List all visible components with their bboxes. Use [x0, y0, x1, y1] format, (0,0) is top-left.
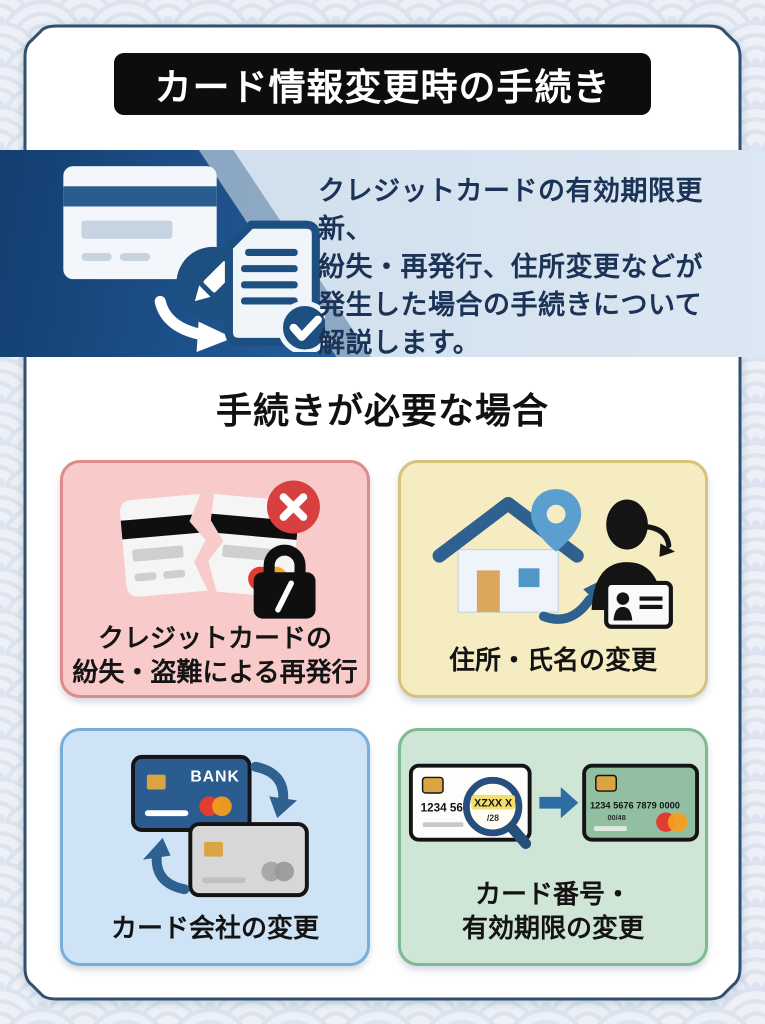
new-card-expiry: 00/48	[608, 813, 626, 822]
hero-banner: クレジットカードの有効期限更新、 紛失・再発行、住所変更などが 発生した場合の手…	[0, 150, 765, 357]
new-card-icon: 1234 5676 7879 0000 00/48	[582, 763, 699, 842]
card-address-name: 住所・氏名の変更	[398, 460, 708, 698]
location-pin-icon	[531, 489, 582, 552]
id-card-icon	[604, 574, 673, 629]
card-label: クレジットカードの 紛失・盗難による再発行	[72, 623, 358, 687]
magnifier-icon: XZXX X /28	[462, 776, 532, 849]
card-label: カード番号・ 有効期限の変更	[461, 879, 644, 943]
bank-card-label: BANK	[190, 769, 240, 786]
old-card-number: 1234 567	[421, 801, 470, 814]
hero-description-line: 発生した場合の手続きについて	[318, 290, 703, 320]
card-label: 住所・氏名の変更	[448, 645, 657, 675]
card-label: カード会社の変更	[110, 913, 319, 943]
x-badge-icon	[266, 480, 320, 534]
card-swap-illustration: BANK	[69, 745, 361, 911]
card-renewal-icon: 1234 567 XZXX X /28 1234 5676 7	[408, 763, 699, 849]
card-company-change: BANK	[60, 728, 370, 966]
card-renewal-illustration: 1234 567 XZXX X /28 1234 5676 7	[407, 745, 699, 877]
magnifier-expiry: /28	[487, 813, 499, 823]
padlock-icon	[253, 544, 316, 619]
magnifier-text: XZXX X	[474, 798, 513, 810]
hero-description-line: クレジットカードの有効期限更新、	[318, 176, 703, 244]
new-card-number: 1234 5676 7879 0000	[590, 801, 680, 811]
cases-grid: クレジットカードの 紛失・盗難による再発行	[60, 460, 708, 966]
card-swap-icon: BANK	[131, 754, 309, 898]
card-number-expiry: 1234 567 XZXX X /28 1234 5676 7	[398, 728, 708, 966]
broken-card-illustration	[69, 477, 361, 621]
gray-card-icon	[188, 822, 309, 898]
curved-arrow-icon	[154, 295, 233, 352]
broken-card-icon	[118, 480, 320, 619]
page-title-text: カード情報変更時の手続き	[154, 67, 611, 108]
section-heading: 手続きが必要な場合	[215, 390, 549, 431]
document-check-icon	[224, 220, 325, 352]
card-reissue: クレジットカードの 紛失・盗難による再発行	[60, 460, 370, 698]
swap-arrow-right-icon	[250, 761, 297, 819]
hero-description-line: 紛失・再発行、住所変更などが	[318, 252, 703, 282]
small-arrow-icon	[643, 524, 676, 557]
bank-card-icon: BANK	[131, 754, 252, 832]
house-id-icon	[432, 489, 676, 629]
page-title: カード情報変更時の手続き	[114, 53, 651, 115]
moving-illustration	[407, 477, 699, 643]
hero-description: クレジットカードの有効期限更新、 紛失・再発行、住所変更などが 発生した場合の手…	[318, 172, 748, 357]
right-arrow-icon	[539, 787, 579, 819]
card-edit-illustration	[63, 166, 325, 352]
hero-description-line: 解説します。	[318, 328, 481, 357]
swap-arrow-left-icon	[142, 837, 190, 895]
